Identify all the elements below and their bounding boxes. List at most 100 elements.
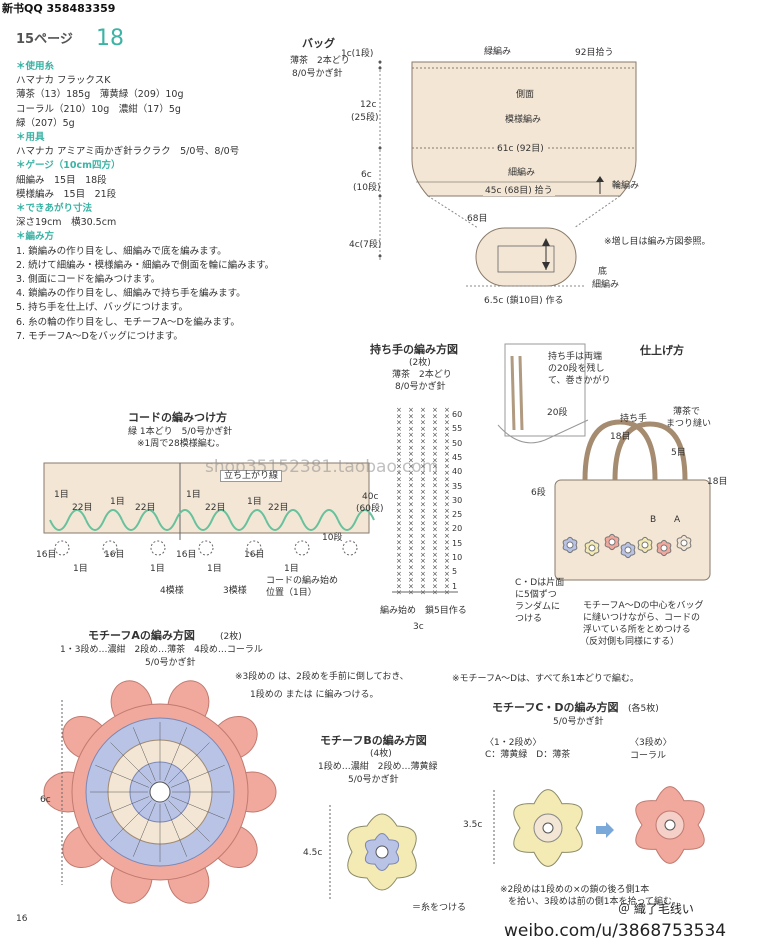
finish-cd1: C・Dは片面 bbox=[515, 578, 565, 588]
finish-sew1: 薄茶で bbox=[673, 407, 701, 417]
handle-stitch: × bbox=[444, 406, 450, 414]
cord-wave bbox=[49, 509, 87, 531]
spec-line: 4. 鎖編みの作り目をし、細編みで持ち手を編みます。 bbox=[16, 288, 246, 300]
cord-r10: 10段 bbox=[322, 533, 343, 543]
bag-title: バッグ bbox=[302, 37, 335, 50]
handle-stitch: × bbox=[444, 444, 450, 452]
finish-A: A bbox=[674, 515, 681, 525]
motifCD-note2: を拾い、3段めは前の側1本を拾って編む。 bbox=[508, 897, 682, 907]
finish-18a: 18目 bbox=[610, 432, 631, 442]
handle-stitch: × bbox=[396, 488, 402, 496]
handle-stitch: × bbox=[396, 538, 402, 546]
handle-stitch: × bbox=[420, 532, 426, 540]
bag-dim-4c: 4c(7段) bbox=[349, 240, 382, 250]
handle-stitch: × bbox=[396, 475, 402, 483]
handle-stitch: × bbox=[432, 570, 438, 578]
handle-stitch: × bbox=[408, 412, 414, 420]
handle-stitch: × bbox=[420, 551, 426, 559]
spec-line: 緑（207）5g bbox=[16, 117, 75, 129]
motifCD-colors12: C：薄黄緑 D：薄茶 bbox=[485, 750, 571, 760]
page-number: 18 bbox=[96, 26, 124, 51]
handle-stitch: × bbox=[444, 545, 450, 553]
handle-stitch: × bbox=[444, 564, 450, 572]
cord-start2: 位置（1目） bbox=[266, 588, 317, 598]
handle-stitch: × bbox=[408, 419, 414, 427]
motifA-stitch-line bbox=[168, 800, 210, 842]
cord-rise: 立ち上がり線 bbox=[220, 470, 283, 483]
spec-line: 薄茶（13）185g 薄黄緑（209）10g bbox=[16, 89, 184, 101]
spec-line: 2. 続けて細編み・模様編み・細編みで側面を輪に編みます。 bbox=[16, 259, 275, 271]
bag-dim-10: (10段) bbox=[353, 183, 381, 193]
cord-p4: 4模様 bbox=[160, 586, 184, 596]
handle-stitch: × bbox=[432, 438, 438, 446]
cord-m16-d: 16目 bbox=[244, 550, 265, 560]
spec-line: 細編み 15目 18段 bbox=[16, 174, 107, 186]
handle-stitch: × bbox=[396, 551, 402, 559]
handle-stitch: × bbox=[420, 425, 426, 433]
motifB-count: (4枚) bbox=[370, 749, 392, 759]
handle-stitch: × bbox=[432, 412, 438, 420]
handle-stitch: × bbox=[444, 469, 450, 477]
motifCD-note1: ※2段めは1段めの×の鎖の後ろ側1本 bbox=[500, 885, 650, 895]
handle-stitch: × bbox=[396, 456, 402, 464]
handle-stitch: × bbox=[444, 519, 450, 527]
handle-chart: ××××××××××××××××××××××××××××××××××××××××… bbox=[392, 406, 458, 597]
bag-65c: 6.5c (鎖10目) 作る bbox=[484, 296, 564, 306]
handle-stitch: × bbox=[432, 557, 438, 565]
handle-stitch: × bbox=[432, 406, 438, 414]
cord-m1-a: 1目 bbox=[54, 490, 69, 500]
handle-stitch: × bbox=[420, 576, 426, 584]
handle-stitch: × bbox=[408, 532, 414, 540]
handle-stitch: × bbox=[444, 419, 450, 427]
motifCD-title: モチーフC・Dの編み方図 bbox=[492, 701, 619, 714]
handle-stitch: × bbox=[408, 576, 414, 584]
cord-loop bbox=[54, 540, 70, 556]
motifA-dim: 6c bbox=[40, 795, 51, 805]
handle-stitch: × bbox=[396, 589, 402, 597]
motifCD-color3: コーラル bbox=[630, 751, 667, 761]
cord-m22-c: 22目 bbox=[205, 503, 226, 513]
handle-stitch: × bbox=[444, 488, 450, 496]
cord-loop bbox=[150, 540, 166, 556]
motifB-center bbox=[375, 845, 389, 859]
motifB-title: モチーフBの編み方図 bbox=[320, 734, 427, 747]
spec-heading: ＊ゲージ（10cm四方） bbox=[16, 160, 121, 172]
cord-m1-g: 1目 bbox=[207, 564, 222, 574]
handle-stitch: × bbox=[396, 545, 402, 553]
handle-title: 持ち手の編み方図 bbox=[370, 343, 458, 356]
finish-mo4: （反対側も同様にする） bbox=[580, 637, 680, 647]
handle-stitch: × bbox=[396, 431, 402, 439]
bag-ring: 輪編み bbox=[612, 181, 640, 191]
motifA-stitch-line bbox=[170, 796, 225, 820]
handle-stitch: × bbox=[444, 482, 450, 490]
finish-r20: 20段 bbox=[547, 408, 568, 418]
handle-3c: 3c bbox=[413, 622, 424, 632]
spec-heading: ＊できあがり寸法 bbox=[16, 203, 93, 215]
handle-row-label: 20 bbox=[452, 524, 463, 534]
handle-stitch: × bbox=[444, 475, 450, 483]
motif-cd bbox=[493, 786, 705, 867]
handle-stitch: × bbox=[408, 570, 414, 578]
note-1: ※3段めの は、2段めを手前に倒しておき、 bbox=[235, 672, 409, 682]
cord-loop bbox=[246, 540, 262, 556]
finish-diagram bbox=[497, 343, 711, 581]
handle-stitch: × bbox=[432, 576, 438, 584]
finish-note1: 持ち手は両端 bbox=[548, 352, 603, 362]
cord-yarn: 緑 1本どり 5/0号かぎ針 bbox=[128, 427, 233, 437]
bag-flower-center bbox=[641, 541, 649, 549]
bag-dim-25: (25段) bbox=[351, 113, 379, 123]
motifA-count: (2枚) bbox=[220, 632, 242, 642]
handle-stitch: × bbox=[396, 564, 402, 572]
bag-bottom-sc: 細編み bbox=[592, 280, 620, 290]
handle-stitch: × bbox=[432, 507, 438, 515]
handle-stitch: × bbox=[420, 519, 426, 527]
handle-stitch: × bbox=[444, 582, 450, 590]
handle-stitch: × bbox=[408, 494, 414, 502]
handle-row-label: 1 bbox=[452, 581, 458, 591]
handle-40c: 40c bbox=[362, 492, 379, 502]
handle-stitch: × bbox=[408, 475, 414, 483]
handle-stitch: × bbox=[408, 444, 414, 452]
motifB-rows: 1段め…濃紺 2段め…薄黄緑 bbox=[318, 762, 438, 772]
